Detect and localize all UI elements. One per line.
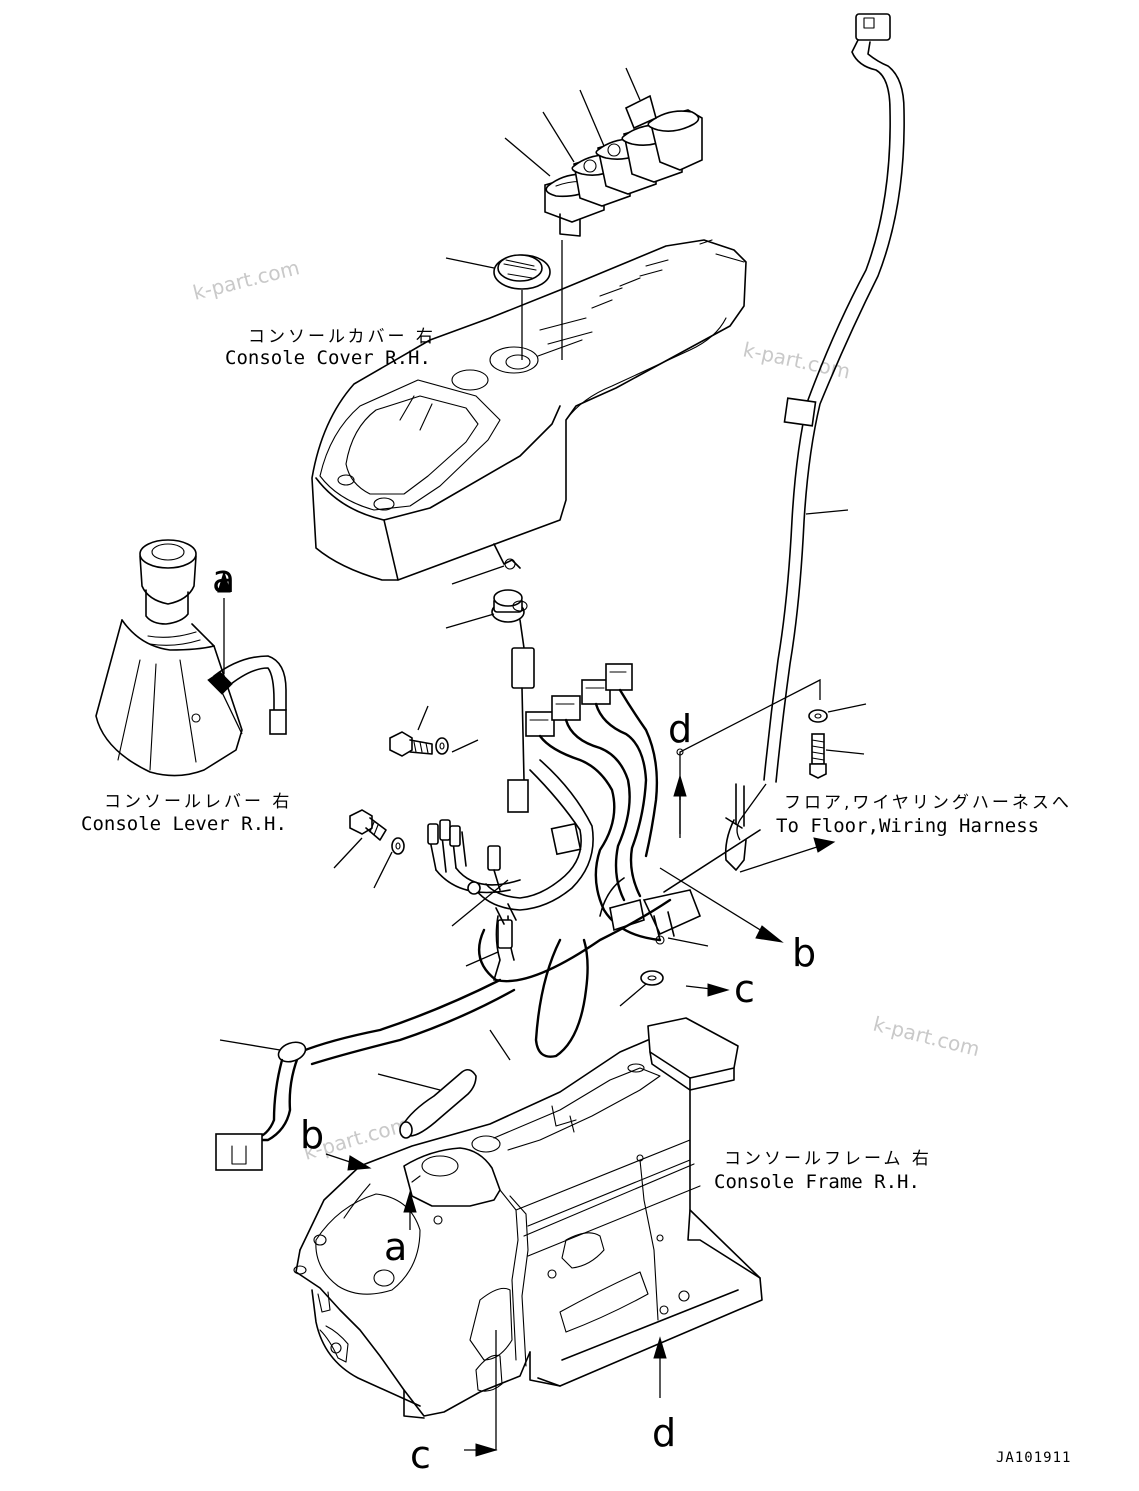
ref-letter-c-right: c [734, 967, 755, 1011]
dial-knob-icon [445, 254, 551, 360]
lever-clamp-icon [207, 671, 233, 695]
to-floor-label-en: To Floor,Wiring Harness [776, 815, 1039, 837]
ref-letter-a-lever: a [212, 557, 235, 601]
console-frame-label-jp: コンソールフレーム 右 [724, 1149, 932, 1169]
console-cover-label-en: Console Cover R.H. [225, 347, 431, 369]
washer-lower-icon [391, 837, 405, 855]
ring-terminal-icon [467, 881, 481, 895]
bolt-upper-icon [389, 731, 433, 757]
wiring-harness-central [427, 663, 767, 1058]
console-frame-label-en: Console Frame R.H. [714, 1171, 920, 1193]
clip-icon [493, 543, 521, 569]
bolt-right-icon [808, 709, 828, 779]
watermark-2: k-part.com [741, 337, 853, 383]
switch-5-icon [624, 94, 703, 171]
console-frame [293, 1017, 763, 1419]
nut-icon [640, 970, 664, 986]
console-cover [311, 239, 747, 581]
ref-letter-d-top: d [668, 707, 692, 751]
watermarks: k-part.com k-part.com k-part.com k-part.… [190, 255, 982, 1165]
connector-a-icon [525, 711, 555, 737]
connector-e-icon [507, 779, 529, 813]
ref-letter-a-frame: a [384, 1225, 407, 1269]
terminal-group-icon [427, 819, 521, 894]
rocker-switches [504, 67, 703, 360]
ref-letter-b-left: b [300, 1113, 324, 1157]
bolts [333, 703, 867, 889]
relay-icon [550, 822, 582, 856]
lever-harness [215, 978, 516, 1171]
watermark-3: k-part.com [871, 1012, 982, 1062]
console-lever [95, 539, 287, 777]
lever-connector-icon [215, 1133, 263, 1171]
small-connector-icon [511, 647, 535, 689]
console-lever-label-jp: コンソールレバー 右 [104, 792, 292, 812]
potentiometer-icon [491, 589, 528, 623]
harness-grommet-icon [277, 1041, 307, 1063]
leader-lines [451, 678, 821, 1061]
bolt-lower-icon [349, 809, 387, 841]
drawing-code: JA101911 [996, 1450, 1071, 1466]
ref-letter-b-right: b [792, 931, 816, 975]
ref-letter-c-bottom: c [410, 1433, 431, 1477]
console-lever-label-en: Console Lever R.H. [81, 813, 287, 835]
to-floor-label-jp: フロア,ワイヤリングハーネスへ [784, 793, 1072, 813]
connector-b-icon [551, 695, 581, 721]
reference-arrows [325, 774, 836, 1457]
ref-letter-d-bottom: d [652, 1411, 676, 1455]
text-labels: コンソールカバー 右 Console Cover R.H. コンソールレバー 右… [81, 327, 1072, 1477]
wiring-harness-long [763, 13, 905, 783]
harness-clip-icon [783, 397, 817, 427]
console-cover-label-jp: コンソールカバー 右 [248, 327, 436, 347]
small-parts [445, 543, 535, 781]
rubber-hose-icon [400, 1068, 477, 1137]
washer-upper-icon [435, 737, 449, 755]
connector-d-icon [605, 663, 633, 691]
watermark-1: k-part.com [190, 255, 301, 305]
